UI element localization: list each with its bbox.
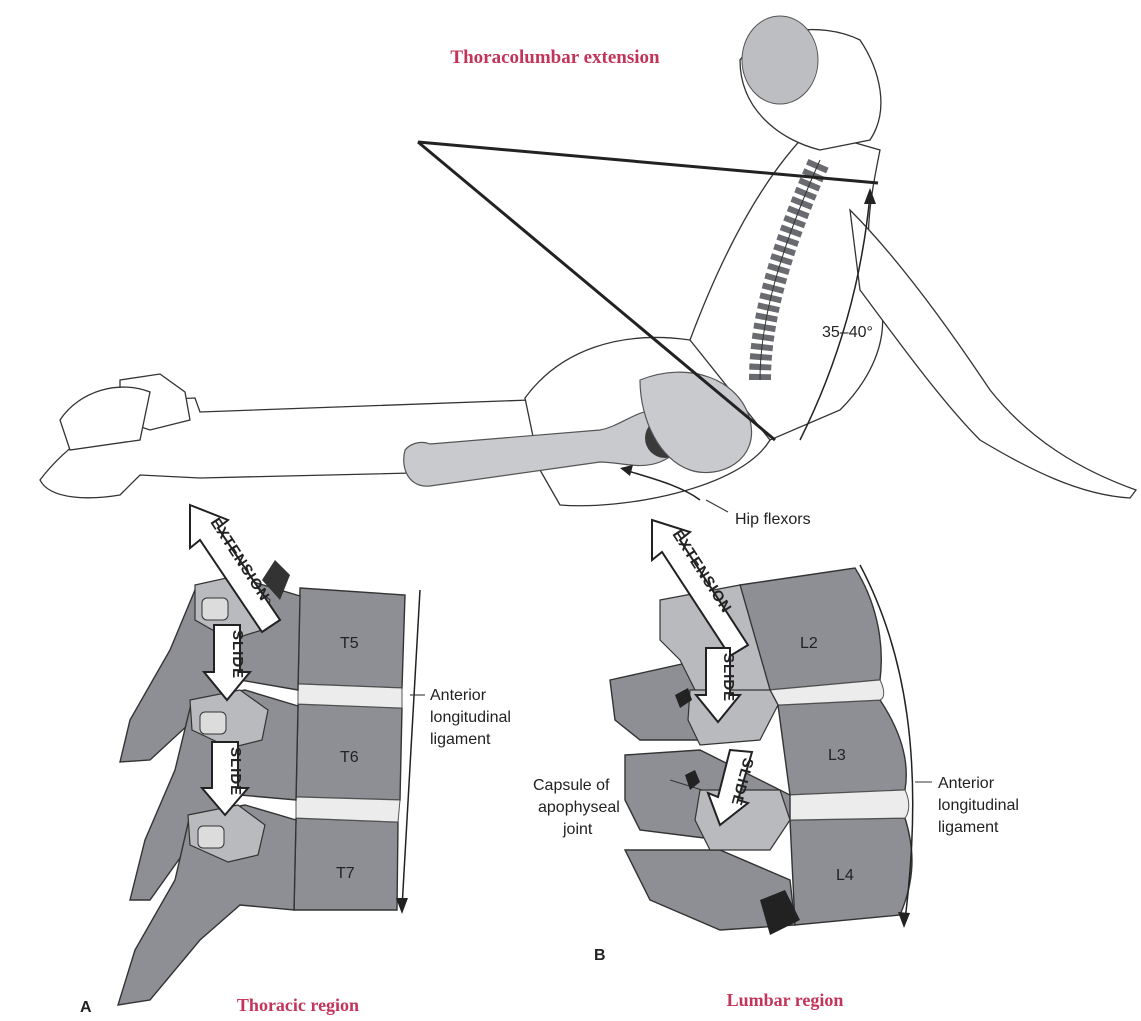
ant-ligament-b-2: longitudinal <box>938 797 1019 814</box>
ant-ligament-b-3: ligament <box>938 819 999 836</box>
svg-text:SLIDE: SLIDE <box>229 630 246 679</box>
capsule-label-1: Capsule of <box>533 777 610 794</box>
capsule-label-2: apophyseal <box>538 799 620 816</box>
vertebra-l2: L2 <box>800 635 818 652</box>
vertebra-l4: L4 <box>836 867 854 884</box>
lumbar-spine <box>610 565 932 935</box>
prone-figure <box>40 16 1136 512</box>
vertebra-t7: T7 <box>336 865 355 882</box>
panel-letter-b: B <box>594 947 606 964</box>
vertebra-t5: T5 <box>340 635 359 652</box>
title-lumbar: Lumbar region <box>727 990 844 1010</box>
title-top: Thoracolumbar extension <box>450 47 660 68</box>
svg-text:SLIDE: SLIDE <box>720 653 737 702</box>
angle-label: 35–40° <box>822 324 873 341</box>
svg-text:SLIDE: SLIDE <box>227 747 244 796</box>
ant-ligament-a-3: ligament <box>430 731 491 748</box>
hip-flexors-label: Hip flexors <box>735 511 811 528</box>
ant-ligament-b-1: Anterior <box>938 775 995 792</box>
capsule-label-3: joint <box>562 821 593 838</box>
title-thoracic: Thoracic region <box>237 995 359 1015</box>
panel-letter-a: A <box>80 999 92 1016</box>
vertebra-t6: T6 <box>340 749 359 766</box>
vertebra-l3: L3 <box>828 747 846 764</box>
ant-ligament-a-1: Anterior <box>430 687 487 704</box>
ant-ligament-a-2: longitudinal <box>430 709 511 726</box>
